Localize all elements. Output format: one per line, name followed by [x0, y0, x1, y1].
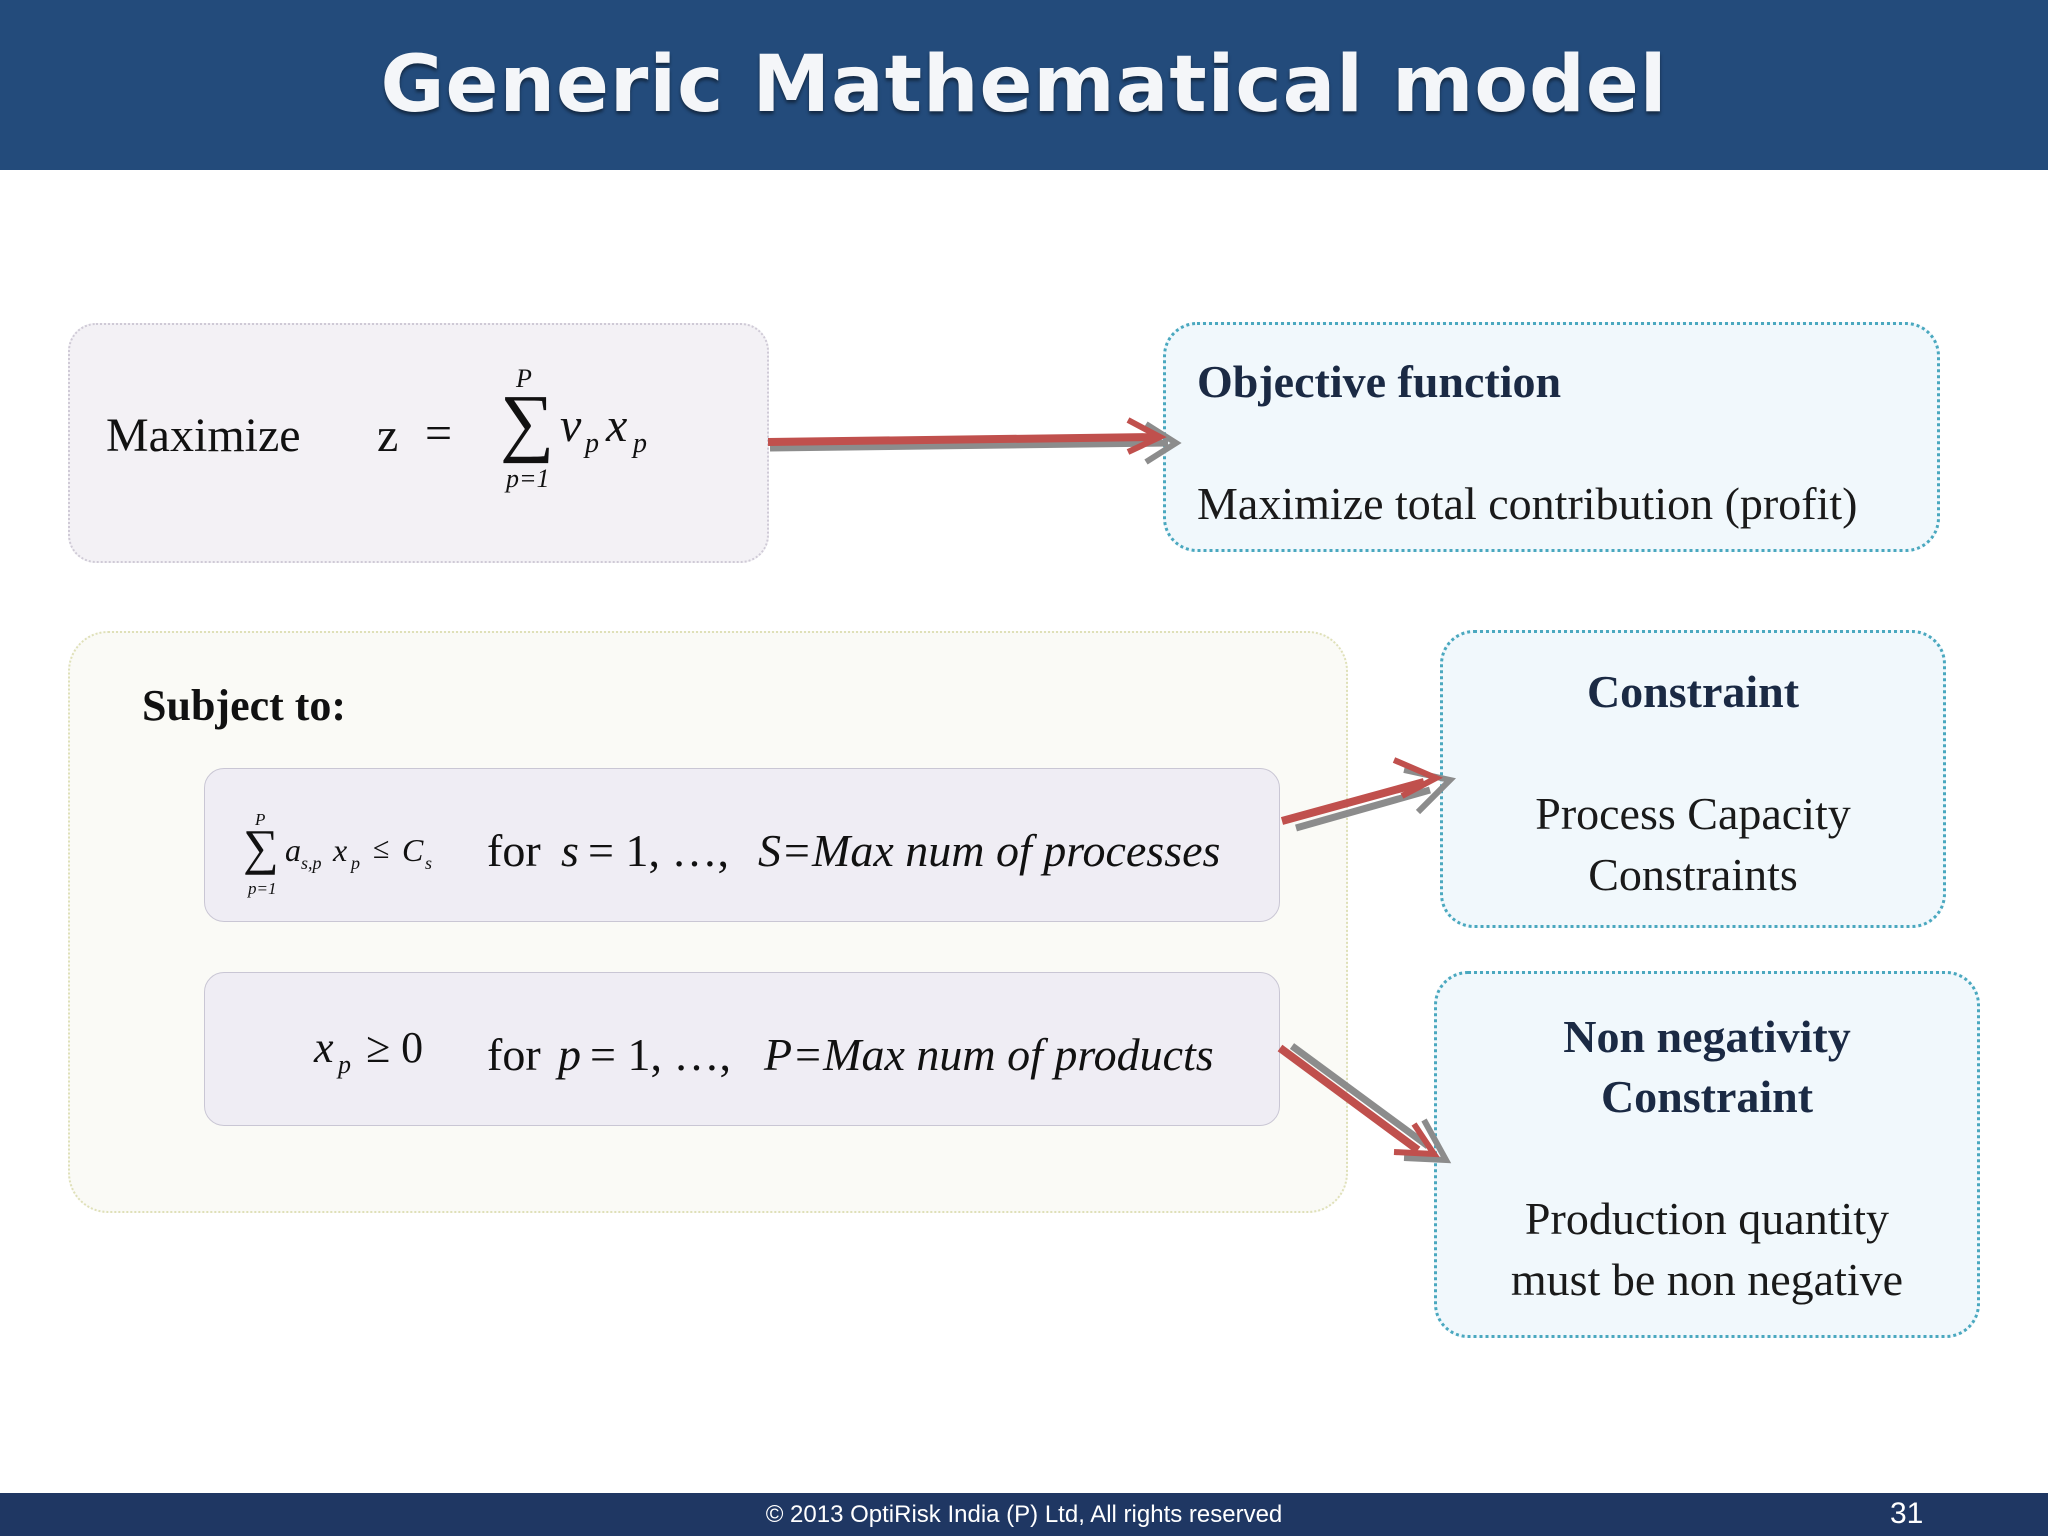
footer-bar: © 2013 OptiRisk India (P) Ltd, All right…: [0, 1493, 2048, 1536]
maximize-label: Maximize: [106, 409, 301, 462]
title-banner: Generic Mathematical model: [0, 0, 2048, 170]
slide-title: Generic Mathematical model: [380, 40, 1668, 130]
constraint-term-c-sub: s: [425, 853, 433, 873]
constraint-var: s: [561, 825, 579, 876]
objective-sum-lower: p=1: [506, 464, 550, 493]
objective-description-box: [1163, 322, 1940, 552]
objective-desc-body: Maximize total contribution (profit): [1197, 478, 1858, 529]
nonneg-term-x-sub: p: [338, 1050, 351, 1079]
capacity-desc-line2: Constraints: [1588, 849, 1798, 900]
nonneg-geq: ≥ 0: [366, 1023, 424, 1072]
constraint-leq: ≤: [373, 832, 390, 865]
objective-term-v: v: [560, 399, 582, 452]
capacity-constraint-box: [204, 768, 1280, 922]
nonneg-limit: P=Max num of products: [764, 1029, 1214, 1080]
nonneg-for-word: for: [487, 1029, 541, 1080]
nonneg-range: = 1, …,: [590, 1029, 731, 1080]
constraint-term-x-sub: p: [351, 853, 360, 873]
constraint-term-c: C: [402, 832, 424, 868]
objective-term-v-sub: p: [585, 428, 599, 459]
objective-equals: =: [425, 407, 453, 460]
constraint-term-a-sub: s,p: [301, 853, 322, 873]
nonneg-description-box: [1434, 971, 1980, 1338]
nonneg-desc-title-line1: Non negativity: [1563, 1011, 1851, 1062]
objective-arrow: [767, 417, 1182, 465]
constraint-range: = 1, …,: [588, 825, 729, 876]
capacity-arrow: [1280, 757, 1457, 832]
objective-term-x-sub: p: [633, 428, 647, 459]
objective-sum-symbol: ∑: [500, 380, 555, 464]
constraint-sum-symbol: ∑: [243, 819, 279, 875]
nonneg-term-x: x: [314, 1023, 334, 1072]
nonneg-desc-line2: must be non negative: [1510, 1254, 1904, 1305]
objective-lhs: z: [377, 409, 399, 462]
constraint-for-word: for: [487, 825, 541, 876]
constraint-limit: S=Max num of processes: [758, 825, 1221, 876]
subject-to-label: Subject to:: [142, 681, 347, 730]
objective-desc-title: Objective function: [1197, 356, 1562, 407]
page-number: 31: [1890, 1497, 1924, 1530]
nonneg-desc-line1: Production quantity: [1524, 1193, 1890, 1244]
objective-formula-box: [68, 323, 769, 563]
constraint-term-x: x: [333, 832, 348, 868]
constraint-sum-upper: P: [255, 810, 266, 829]
objective-sum-upper: P: [516, 364, 532, 393]
objective-term-x: x: [606, 399, 628, 452]
nonneg-desc-title-line2: Constraint: [1600, 1071, 1814, 1122]
nonneg-var: p: [558, 1029, 581, 1080]
constraint-sum-lower: p=1: [248, 879, 277, 898]
nonnegativity-constraint-box: [204, 972, 1280, 1126]
nonneg-arrow: [1277, 1043, 1452, 1164]
capacity-desc-line1: Process Capacity: [1535, 788, 1851, 839]
constraint-term-a: a: [285, 832, 301, 868]
capacity-desc-title: Constraint: [1586, 666, 1800, 717]
footer-copyright: © 2013 OptiRisk India (P) Ltd, All right…: [765, 1501, 1283, 1528]
